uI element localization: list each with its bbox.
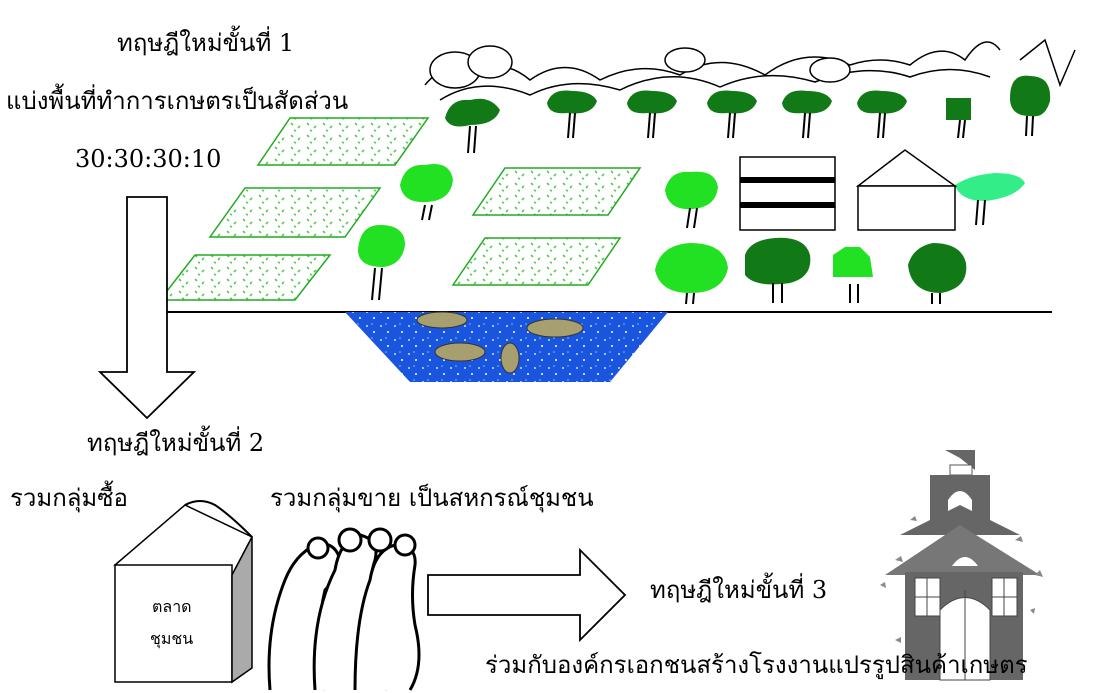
rice-field bbox=[471, 167, 642, 216]
right-arrow-icon bbox=[427, 547, 627, 643]
rice-fields bbox=[158, 117, 642, 301]
people-group-icon bbox=[267, 527, 421, 691]
storage-box bbox=[739, 156, 836, 231]
group-sell-label: รวมกลุ่มขาย เป็นสหกรณ์ชุมชน bbox=[270, 484, 594, 512]
tree-row-bottom bbox=[655, 237, 967, 305]
stage1-title: ทฤษฎีใหม่ขั้นที่ 1 bbox=[117, 29, 295, 57]
market-box-icon bbox=[113, 500, 254, 684]
factory-building-icon bbox=[880, 450, 1043, 681]
market-label-line1: ตลาด bbox=[152, 597, 192, 616]
tree-icon bbox=[400, 164, 453, 221]
stage2-title: ทฤษฎีใหม่ขั้นที่ 2 bbox=[87, 429, 265, 457]
tree-icon bbox=[358, 225, 405, 301]
house-icon bbox=[855, 149, 958, 231]
fish-pond-icon bbox=[345, 311, 668, 382]
group-buy-label: รวมกลุ่มซื้อ bbox=[10, 484, 128, 512]
market-label-line2: ชุมชน bbox=[150, 629, 194, 648]
rice-field bbox=[208, 187, 382, 238]
forest-strip bbox=[424, 38, 1076, 101]
tree-row-top bbox=[445, 75, 1051, 154]
stage3-title: ทฤษฎีใหม่ขั้นที่ 3 bbox=[650, 576, 828, 604]
stage1-subtitle: แบ่งพื้นที่ทำการเกษตรเป็นสัดส่วน bbox=[6, 87, 349, 115]
rice-field bbox=[158, 254, 332, 301]
rice-field bbox=[256, 117, 430, 166]
stage1-ratio: 30:30:30:10 bbox=[75, 145, 222, 173]
stage3-caption: ร่วมกับองค์กรเอกชนสร้างโรงงานแปรรูปสินค้… bbox=[485, 651, 1028, 679]
down-arrow-icon bbox=[97, 196, 197, 420]
tree-icon bbox=[955, 173, 1025, 226]
tree-icon bbox=[665, 171, 718, 229]
rice-field bbox=[451, 237, 622, 286]
